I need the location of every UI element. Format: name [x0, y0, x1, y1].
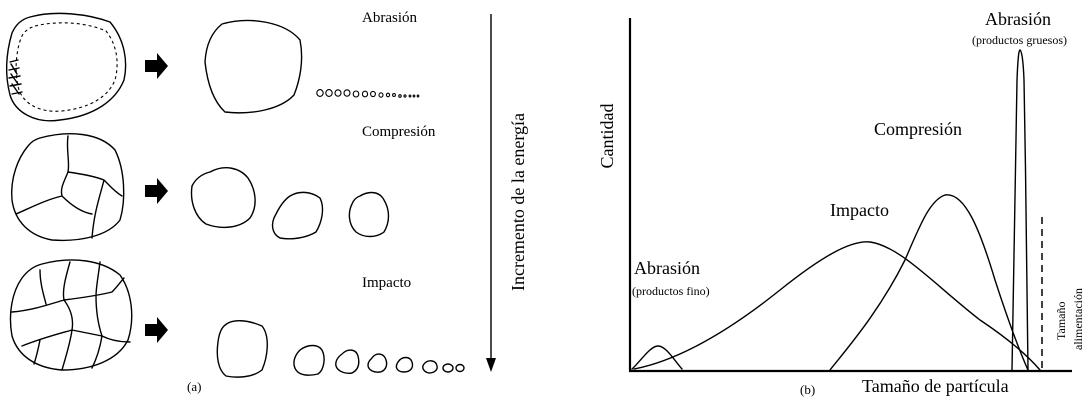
- compresion-curve: [829, 194, 1029, 371]
- feed-size-label-2: alimentación: [1071, 288, 1085, 350]
- impact-fragment-8: [455, 363, 465, 373]
- impact-fracture-lines: [11, 261, 131, 371]
- compression-fragment-2: [271, 191, 324, 240]
- x-axis-label: Tamaño de partícula: [862, 376, 1009, 396]
- panel-a-caption: (a): [187, 379, 201, 394]
- abrasion-coarse-curve: [1011, 49, 1029, 371]
- compression-row-label: Compresión: [362, 124, 436, 140]
- impacto-curve: [633, 241, 1041, 371]
- impact-parent-particle: [9, 259, 133, 371]
- impact-fragment-7: [442, 363, 454, 373]
- compression-fragment-1: [190, 167, 256, 229]
- abrasion-parent-particle: [5, 12, 127, 122]
- impacto-label: Impacto: [830, 200, 889, 220]
- impact-fragment-1: [216, 320, 268, 378]
- abrasion-fine-label: Abrasión: [634, 258, 700, 278]
- impact-fragment-3: [335, 349, 360, 374]
- panel-b-caption: (b): [800, 382, 815, 397]
- abrasion-surface-fragments: [8, 59, 23, 95]
- abrasion-product-particle: [204, 19, 303, 114]
- abrasion-coarse-label: Abrasión: [985, 9, 1051, 29]
- feed-size-label-1: Tamaño: [1054, 302, 1068, 340]
- compresion-label: Compresión: [874, 119, 962, 139]
- compression-parent-particle: [11, 133, 125, 242]
- compression-fragment-3: [348, 191, 390, 238]
- abrasion-row-label: Abrasión: [362, 10, 417, 26]
- y-axis-label: Cantidad: [597, 104, 617, 169]
- abrasion-row: Abrasión: [5, 10, 420, 122]
- compression-fracture-lines: [15, 135, 123, 239]
- abrasion-inner-boundary: [15, 22, 118, 112]
- impact-row: Impacto: [9, 259, 465, 378]
- abrasion-coarse-sublabel: (productos gruesos): [972, 33, 1067, 47]
- impact-row-label: Impacto: [362, 275, 411, 291]
- energy-axis-label: Incremento de la energía: [508, 113, 528, 291]
- impact-fragment-4: [367, 353, 388, 373]
- panel-b: Cantidad Tamaño de partícula Abrasión (p…: [597, 9, 1085, 397]
- chart-axes: [628, 18, 1072, 373]
- abrasion-arrow: [145, 53, 168, 79]
- abrasion-fines: [316, 89, 420, 98]
- abrasion-fine-curve: [631, 345, 683, 370]
- compression-arrow: [145, 178, 168, 204]
- energy-axis: Incremento de la energía: [486, 14, 528, 372]
- compression-row: Compresión: [11, 124, 436, 242]
- impact-fragment-6: [422, 360, 438, 374]
- impact-arrow: [145, 317, 168, 343]
- energy-axis-arrowhead: [486, 358, 496, 372]
- abrasion-fine-sublabel: (productos fino): [632, 284, 710, 298]
- impact-fragment-2: [293, 344, 325, 376]
- panel-a: Abrasión Compresión Impacto: [5, 10, 528, 394]
- impact-fragment-5: [395, 356, 414, 373]
